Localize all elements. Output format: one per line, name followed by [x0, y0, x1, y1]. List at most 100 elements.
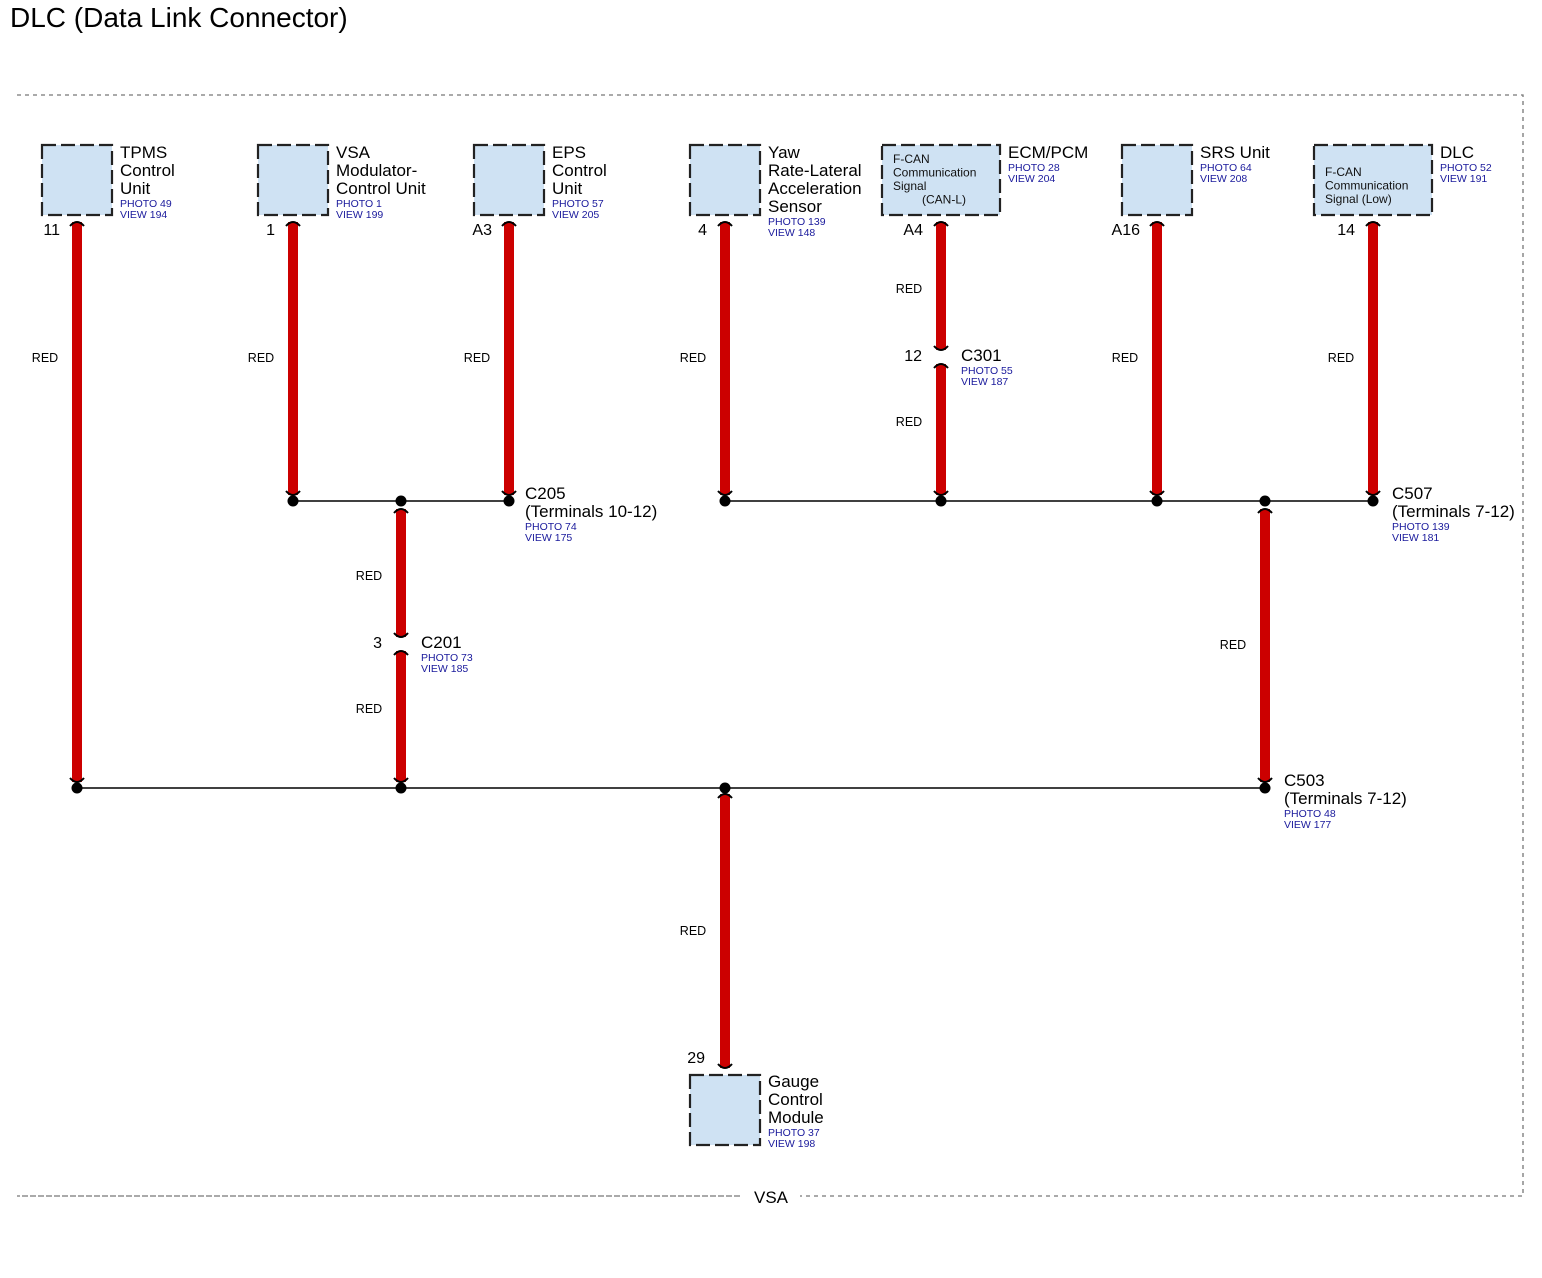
tpms-name-line: Control: [120, 161, 175, 180]
c503-reference: VIEW 177: [1284, 819, 1331, 831]
dlc-pin-number: 14: [1337, 222, 1355, 239]
yaw-reference: VIEW 148: [768, 227, 815, 239]
frame-label: VSA: [754, 1188, 789, 1207]
eps-reference: VIEW 205: [552, 209, 599, 221]
c503-connector-label: (Terminals 7-12): [1284, 789, 1407, 808]
red-wire: [396, 651, 406, 782]
vsa-reference: PHOTO 1: [336, 198, 382, 210]
vsa-component-box: [256, 143, 330, 217]
wire-end-cap: [393, 508, 409, 514]
tpms-component-box: [40, 143, 114, 217]
splice-point: [719, 495, 731, 507]
srs-component-box: [1120, 143, 1194, 217]
c205-connector-label: C205: [525, 484, 566, 503]
ecm-signal-label: F-CAN: [893, 152, 930, 166]
red-wire: [72, 222, 82, 782]
wire-end-cap: [1257, 508, 1273, 514]
c301-reference: VIEW 187: [961, 376, 1008, 388]
wire-end-cap: [501, 221, 517, 227]
wire-color-label: RED: [356, 702, 382, 716]
dlc-signal-label: F-CAN: [1325, 165, 1362, 179]
vsa-name-line: VSA: [336, 143, 371, 162]
yaw-name-line: Acceleration: [768, 179, 862, 198]
frame-border: [17, 94, 1524, 1197]
vsa-name-line: Modulator-: [336, 161, 417, 180]
ecm-signal-label: (CAN-L): [922, 193, 966, 207]
wire-color-label: RED: [1112, 351, 1138, 365]
eps-pin-number: A3: [472, 222, 492, 239]
gauge-reference: VIEW 198: [768, 1138, 815, 1150]
dlc-component-box: [1312, 143, 1434, 217]
tpms-name-line: Unit: [120, 179, 151, 198]
red-wire: [936, 364, 946, 495]
splice-point: [503, 495, 515, 507]
wire-end-cap: [717, 490, 733, 496]
c507-connector-label: (Terminals 7-12): [1392, 502, 1515, 521]
c205-reference: PHOTO 74: [525, 521, 577, 533]
ecm-reference: VIEW 204: [1008, 173, 1055, 185]
gauge-component-box: [688, 1073, 762, 1147]
wire-end-cap: [717, 793, 733, 799]
splice-point: [935, 495, 947, 507]
srs-reference: PHOTO 64: [1200, 162, 1252, 174]
eps-reference: PHOTO 57: [552, 198, 604, 210]
wire-color-label: RED: [680, 351, 706, 365]
c503-reference: PHOTO 48: [1284, 808, 1336, 820]
srs-pin-number: A16: [1112, 222, 1141, 239]
yaw-name-line: Sensor: [768, 197, 822, 216]
c205-connector-label: (Terminals 10-12): [525, 502, 657, 521]
eps-name-line: Control: [552, 161, 607, 180]
c507-reference: VIEW 181: [1392, 532, 1439, 544]
wire-color-label: RED: [1328, 351, 1354, 365]
c301-connector-label: C301: [961, 346, 1002, 365]
c201-pin-number: 3: [373, 635, 382, 652]
eps-name-line: EPS: [552, 143, 586, 162]
splice-point: [1151, 495, 1163, 507]
wire-color-label: RED: [680, 924, 706, 938]
c201-connector-label: C201: [421, 633, 462, 652]
red-wire: [720, 794, 730, 1068]
splice-point: [1259, 495, 1271, 507]
vsa-reference: VIEW 199: [336, 209, 383, 221]
wire-end-cap: [1257, 777, 1273, 783]
splice-point: [1367, 495, 1379, 507]
gauge-reference: PHOTO 37: [768, 1127, 820, 1139]
dlc-name-line: DLC: [1440, 143, 1474, 162]
c503-connector-label: C503: [1284, 771, 1325, 790]
srs-name-line: SRS Unit: [1200, 143, 1270, 162]
page-title: DLC (Data Link Connector): [10, 2, 348, 33]
wire-end-cap: [1365, 490, 1381, 496]
wire-end-cap: [717, 221, 733, 227]
c301-reference: PHOTO 55: [961, 365, 1013, 377]
ecm-signal-label: Communication: [893, 166, 976, 180]
gauge-name-line: Module: [768, 1108, 824, 1127]
wire-end-cap: [717, 1063, 733, 1069]
wire-end-cap: [285, 221, 301, 227]
red-wire: [936, 222, 946, 350]
yaw-reference: PHOTO 139: [768, 216, 826, 228]
red-wire: [720, 222, 730, 495]
red-wire: [504, 222, 514, 495]
wire-end-cap: [933, 345, 949, 351]
splice-point: [395, 782, 407, 794]
wire-color-label: RED: [896, 282, 922, 296]
red-wire: [1152, 222, 1162, 495]
c507-reference: PHOTO 139: [1392, 521, 1450, 533]
red-wire: [1260, 509, 1270, 782]
yaw-name-line: Yaw: [768, 143, 801, 162]
tpms-reference: PHOTO 49: [120, 198, 172, 210]
red-wire: [396, 509, 406, 637]
wire-end-cap: [285, 490, 301, 496]
ecm-component-box: [880, 143, 1002, 217]
c301-pin-number: 12: [904, 348, 922, 365]
c507-connector-label: C507: [1392, 484, 1433, 503]
yaw-name-line: Rate-Lateral: [768, 161, 862, 180]
c201-reference: VIEW 185: [421, 663, 468, 675]
red-wire: [288, 222, 298, 495]
ecm-reference: PHOTO 28: [1008, 162, 1060, 174]
c205-reference: VIEW 175: [525, 532, 572, 544]
wire-end-cap: [393, 777, 409, 783]
gauge-pin-number: 29: [687, 1050, 705, 1067]
splice-point: [287, 495, 299, 507]
ecm-name-line: ECM/PCM: [1008, 143, 1088, 162]
